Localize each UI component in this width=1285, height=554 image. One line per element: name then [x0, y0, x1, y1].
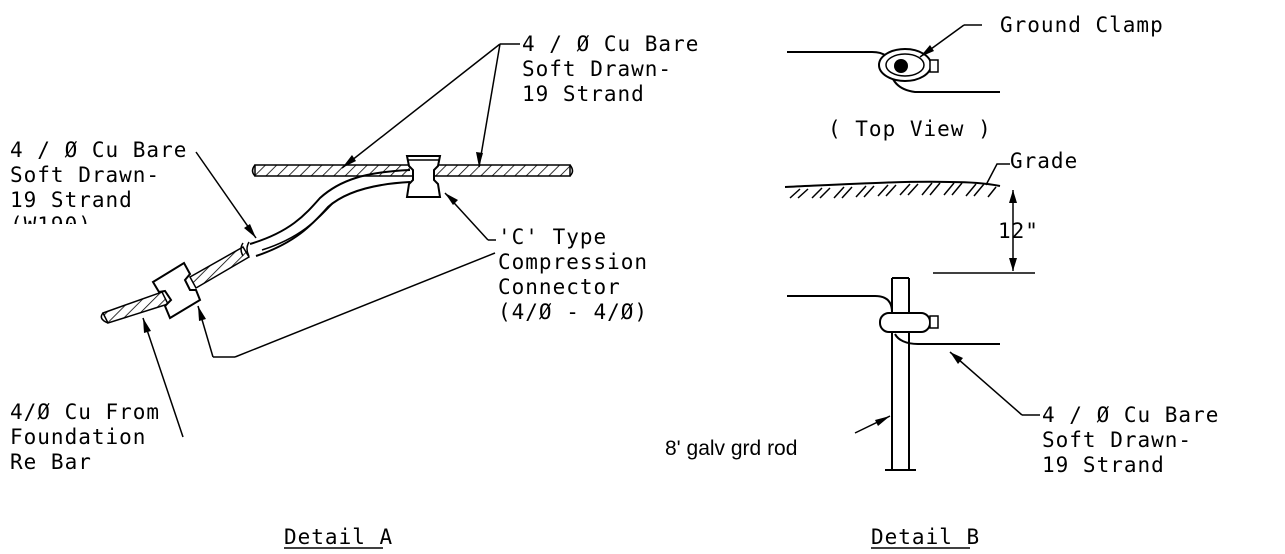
- ground-clamp-label: Ground Clamp: [1000, 13, 1164, 37]
- rebar-label: 4/Ø Cu From Foundation Re Bar: [10, 400, 174, 474]
- grade-label: Grade: [1010, 149, 1078, 173]
- detail-b: Ground Clamp ( Top View ) Grade: [665, 13, 1233, 549]
- conductor-leader: [949, 351, 1040, 416]
- top-view-label: ( Top View ): [828, 117, 992, 141]
- rod-label: 8' galv grd rod: [665, 437, 797, 460]
- detail-b-title: Detail B: [871, 525, 980, 549]
- top-conductor-label: 4 / Ø Cu Bare Soft Drawn- 19 Strand: [522, 32, 713, 106]
- detail-a: 4 / Ø Cu Bare Soft Drawn- 19 Strand 4 / …: [10, 32, 713, 549]
- left-conductor-label: 4 / Ø Cu Bare Soft Drawn- 19 Strand: [10, 138, 201, 212]
- upper-c-connector: [405, 155, 442, 198]
- detail-a-title: Detail A: [284, 525, 393, 549]
- branch-conductor: [240, 169, 411, 257]
- top-view-clamp: [787, 24, 1000, 93]
- grade-line: [784, 163, 1010, 199]
- connector-label: 'C' Type Compression Connector (4/Ø - 4/…: [498, 225, 662, 324]
- depth-label: 12": [998, 219, 1039, 243]
- rod-leader: [854, 415, 891, 434]
- ground-rod: [885, 277, 916, 471]
- lower-c-connector: [151, 261, 202, 320]
- left-conductor-code: (W190): [10, 213, 92, 237]
- side-view-clamp: [787, 295, 1000, 345]
- depth-dimension: [933, 190, 1035, 274]
- detail-b-conductor-label: 4 / Ø Cu Bare Soft Drawn- 19 Strand: [1042, 403, 1233, 477]
- detail-a-leaders: [142, 43, 520, 438]
